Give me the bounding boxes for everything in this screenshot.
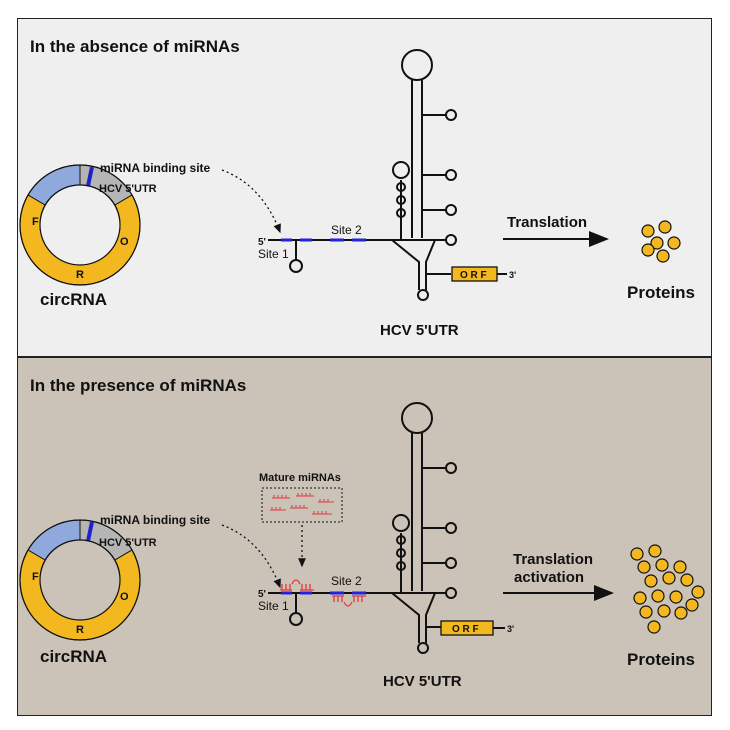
site2-label: Site 2	[331, 223, 362, 237]
five-prime-label: 5'	[258, 589, 266, 600]
ring-letter-r: R	[76, 624, 84, 636]
panel-title: In the absence of miRNAs	[30, 37, 240, 56]
site1-label: Site 1	[258, 247, 289, 261]
circrna-ring: F R O	[19, 164, 141, 286]
site1-label: Site 1	[258, 599, 289, 613]
five-prime-label: 5'	[258, 237, 266, 248]
hcv-5utr-structure	[268, 402, 457, 654]
three-prime-label: 3'	[507, 624, 514, 634]
ring-letter-r: R	[76, 269, 84, 281]
three-prime-label: 3'	[509, 270, 516, 280]
proteins-label: Proteins	[627, 283, 695, 302]
hcv-ring-label: HCV 5'UTR	[99, 537, 157, 549]
presence-panel: In the presence of miRNAs	[17, 357, 712, 716]
translation-label: Translation	[513, 551, 593, 568]
ring-letter-f: F	[32, 216, 39, 228]
mature-mirna-box	[261, 487, 343, 523]
site2-label: Site 2	[331, 574, 362, 588]
protein-cluster	[641, 220, 681, 263]
ring-letter-f: F	[32, 571, 39, 583]
hcv-ring-label: HCV 5'UTR	[99, 183, 157, 195]
panel-title: In the presence of miRNAs	[30, 376, 247, 395]
binding-site-label: miRNA binding site	[100, 513, 211, 527]
binding-site-label: miRNA binding site	[100, 161, 211, 175]
translation-label: Translation	[507, 214, 587, 231]
hcv-utr-caption: HCV 5'UTR	[383, 673, 462, 690]
mature-mirnas-label: Mature miRNAs	[259, 472, 341, 484]
mirna-cluster	[270, 493, 334, 515]
ring-letter-o: O	[120, 236, 129, 248]
circrna-label: circRNA	[40, 290, 107, 309]
binding-arrow	[221, 524, 281, 589]
binding-arrow	[221, 169, 281, 234]
orf-label: O R F	[452, 624, 479, 635]
circrna-label: circRNA	[40, 647, 107, 666]
activation-label: activation	[514, 569, 584, 586]
protein-cluster	[630, 544, 705, 634]
ring-letter-o: O	[120, 591, 129, 603]
hcv-5utr-structure	[268, 49, 457, 301]
circrna-ring: F R O	[19, 519, 141, 641]
hcv-utr-caption: HCV 5'UTR	[380, 322, 459, 339]
absence-panel: In the absence of miRNAs	[17, 18, 712, 357]
orf-label: O R F	[460, 270, 487, 281]
proteins-label: Proteins	[627, 650, 695, 669]
